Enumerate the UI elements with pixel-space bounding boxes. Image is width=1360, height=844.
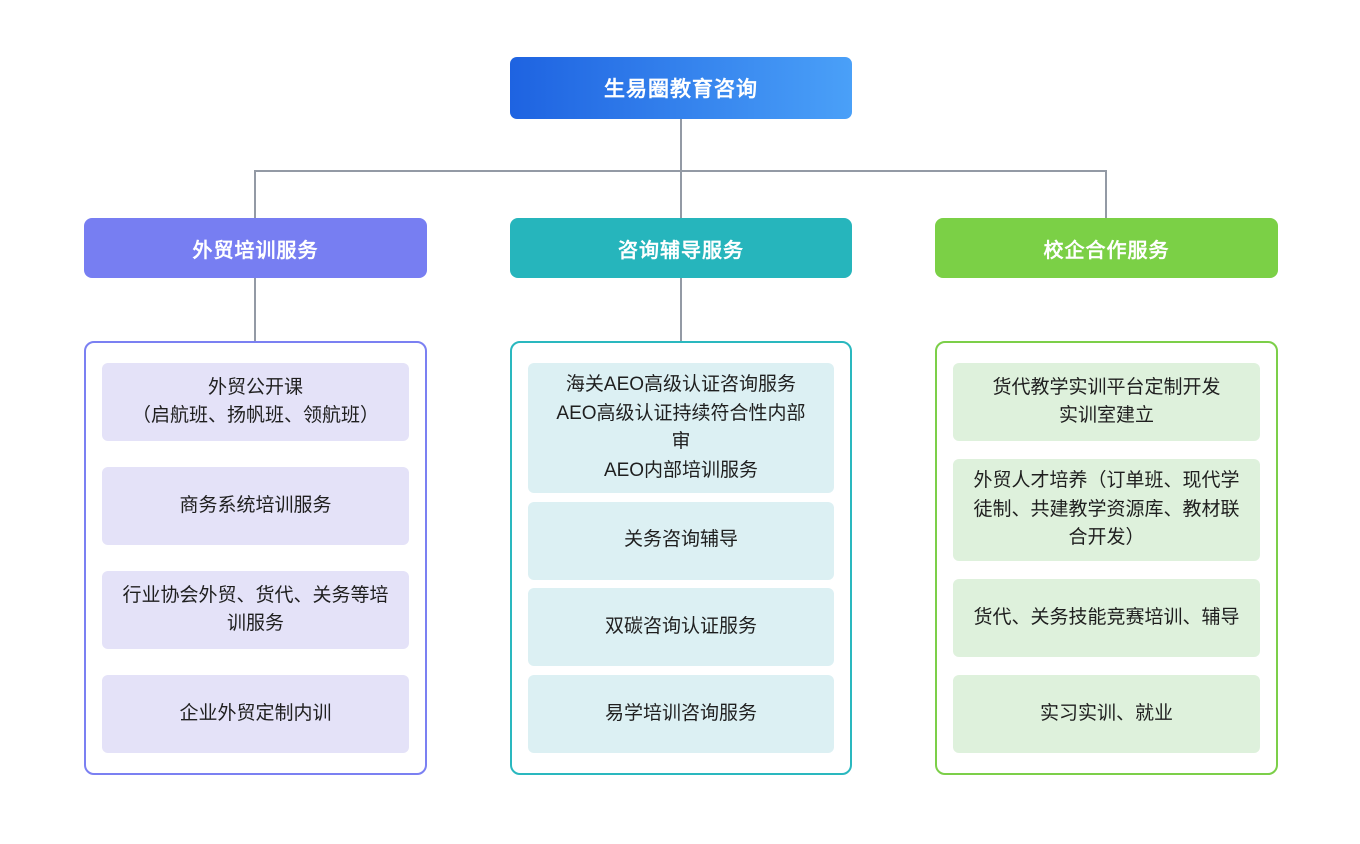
branch-header-label: 外贸培训服务 — [192, 239, 319, 262]
service-item: 行业协会外贸、货代、关务等培训服务 — [102, 571, 409, 649]
connector-drop-branch-1 — [254, 170, 256, 218]
branch-header-foreign-trade-training: 外贸培训服务 — [84, 218, 427, 278]
service-item: 商务系统培训服务 — [102, 467, 409, 545]
branch-header-school-enterprise: 校企合作服务 — [935, 218, 1278, 278]
service-item: 货代教学实训平台定制开发 实训室建立 — [953, 363, 1260, 441]
connector-drop-branch-3 — [1105, 170, 1107, 218]
branch-header-label: 校企合作服务 — [1043, 239, 1170, 262]
connector-root-stem — [680, 119, 682, 171]
service-item: 双碳咨询认证服务 — [528, 588, 834, 667]
service-item: 企业外贸定制内训 — [102, 675, 409, 753]
service-item: 易学培训咨询服务 — [528, 674, 834, 753]
service-item: 外贸公开课 （启航班、扬帆班、领航班） — [102, 363, 409, 441]
root-node: 生易圈教育咨询 — [510, 57, 852, 119]
connector-header-to-box-2 — [680, 278, 682, 341]
service-item: 实习实训、就业 — [953, 674, 1260, 753]
branch-header-label: 咨询辅导服务 — [618, 239, 744, 262]
service-item: 外贸人才培养（订单班、现代学徒制、共建教学资源库、教材联合开发） — [953, 459, 1260, 561]
branch-box-school-enterprise: 货代教学实训平台定制开发 实训室建立 外贸人才培养（订单班、现代学徒制、共建教学… — [935, 341, 1278, 775]
connector-header-to-box-1 — [254, 278, 256, 341]
root-node-label: 生易圈教育咨询 — [604, 78, 758, 101]
service-item: 关务咨询辅导 — [528, 501, 834, 580]
service-item: 货代、关务技能竞赛培训、辅导 — [953, 578, 1260, 657]
branch-box-consulting-coaching: 海关AEO高级认证咨询服务 AEO高级认证持续符合性内部审 AEO内部培训服务 … — [510, 341, 852, 775]
branch-header-consulting-coaching: 咨询辅导服务 — [510, 218, 852, 278]
service-item: 海关AEO高级认证咨询服务 AEO高级认证持续符合性内部审 AEO内部培训服务 — [528, 363, 834, 493]
connector-drop-branch-2 — [680, 170, 682, 218]
branch-box-foreign-trade-training: 外贸公开课 （启航班、扬帆班、领航班） 商务系统培训服务 行业协会外贸、货代、关… — [84, 341, 427, 775]
